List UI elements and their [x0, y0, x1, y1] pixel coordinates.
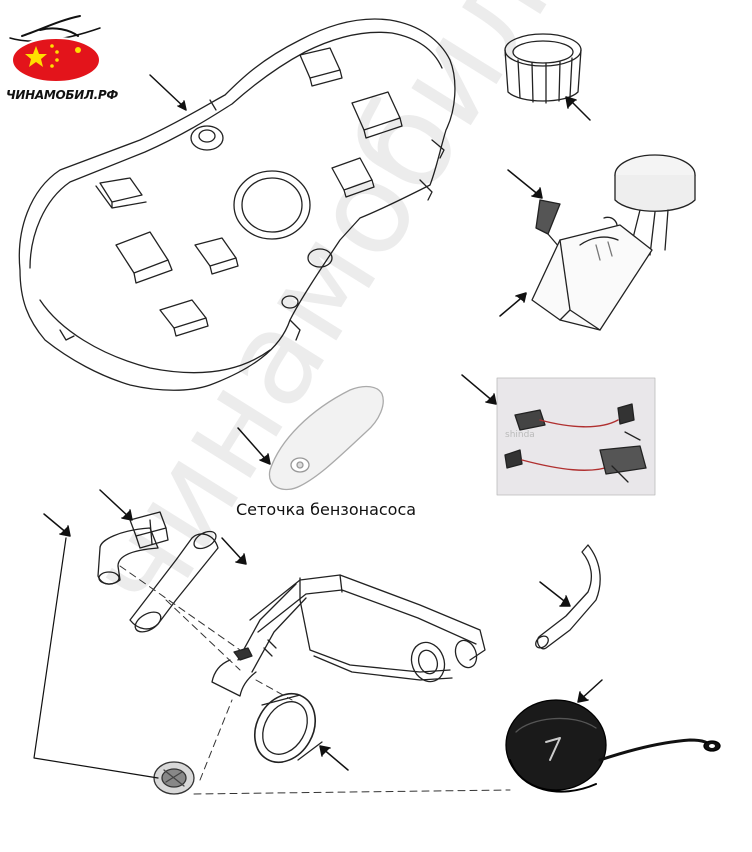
neck-grommet [153, 761, 195, 795]
breather-hose [535, 544, 601, 650]
fuel-tank [18, 18, 456, 391]
filler-neck-ring [254, 693, 323, 763]
fuel-cap [505, 699, 721, 793]
filler-neck-pipe [211, 574, 486, 697]
photo-label: shinda [505, 430, 535, 440]
grommet-leader [33, 537, 159, 779]
logo [9, 15, 101, 83]
filler-hose-short [97, 527, 159, 585]
strainer-caption: Сеточка бензонасоса [236, 500, 417, 519]
logo-text: ЧИНАМОБИЛ.РФ [6, 88, 119, 102]
callout-arrows [43, 74, 603, 771]
assembly-lines [119, 565, 511, 795]
pump-lock-ring [504, 33, 582, 104]
filler-hose-long [129, 530, 219, 633]
fuel-level-sender-photo [496, 377, 656, 496]
fuel-pump-module [531, 154, 696, 331]
pump-strainer [268, 385, 384, 491]
